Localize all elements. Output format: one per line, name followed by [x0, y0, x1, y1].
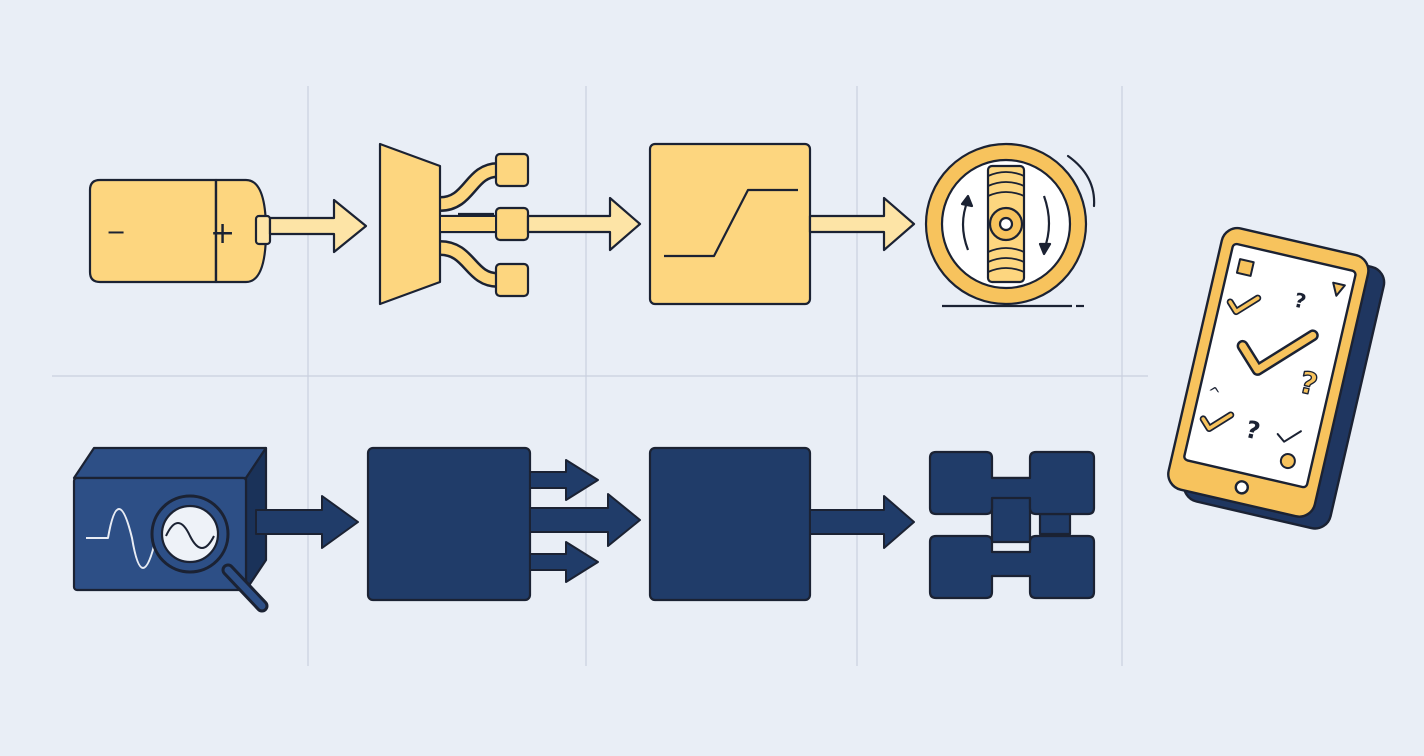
tablet-caret: ^ [1205, 382, 1222, 404]
tablet-home-button [1234, 480, 1249, 495]
demultiplexer-icon [378, 142, 530, 306]
arrow-demux-to-transfer [526, 196, 642, 252]
network-blocks-icon [928, 450, 1096, 600]
battery-minus-label: − [106, 218, 126, 246]
arrow-processor-to-network [809, 495, 915, 549]
battery-icon: − + [88, 178, 272, 284]
motor-coil-icon [924, 142, 1096, 308]
arrow-splitter-to-processor [529, 493, 641, 547]
arrow-splitter-out-bottom [529, 541, 599, 583]
tablet-question-1: ? [1292, 288, 1309, 314]
arrow-battery-to-demux [268, 198, 368, 254]
processor-block-icon [648, 446, 812, 602]
quiz-tablet-icon: ? ? ? ^ [1167, 226, 1386, 530]
grid-lines [52, 86, 1148, 666]
battery-plus-label: + [210, 216, 235, 251]
arrow-splitter-out-top [529, 459, 599, 501]
transfer-curve [664, 188, 798, 258]
arrow-transfer-to-motor [808, 196, 916, 252]
signal-analyzer-icon [72, 446, 269, 613]
arrow-analyzer-to-splitter [255, 495, 359, 549]
tablet-question-3: ? [1243, 415, 1263, 445]
splitter-block-icon [366, 446, 532, 602]
signal-wave [86, 508, 157, 569]
transfer-function-icon [648, 142, 812, 306]
